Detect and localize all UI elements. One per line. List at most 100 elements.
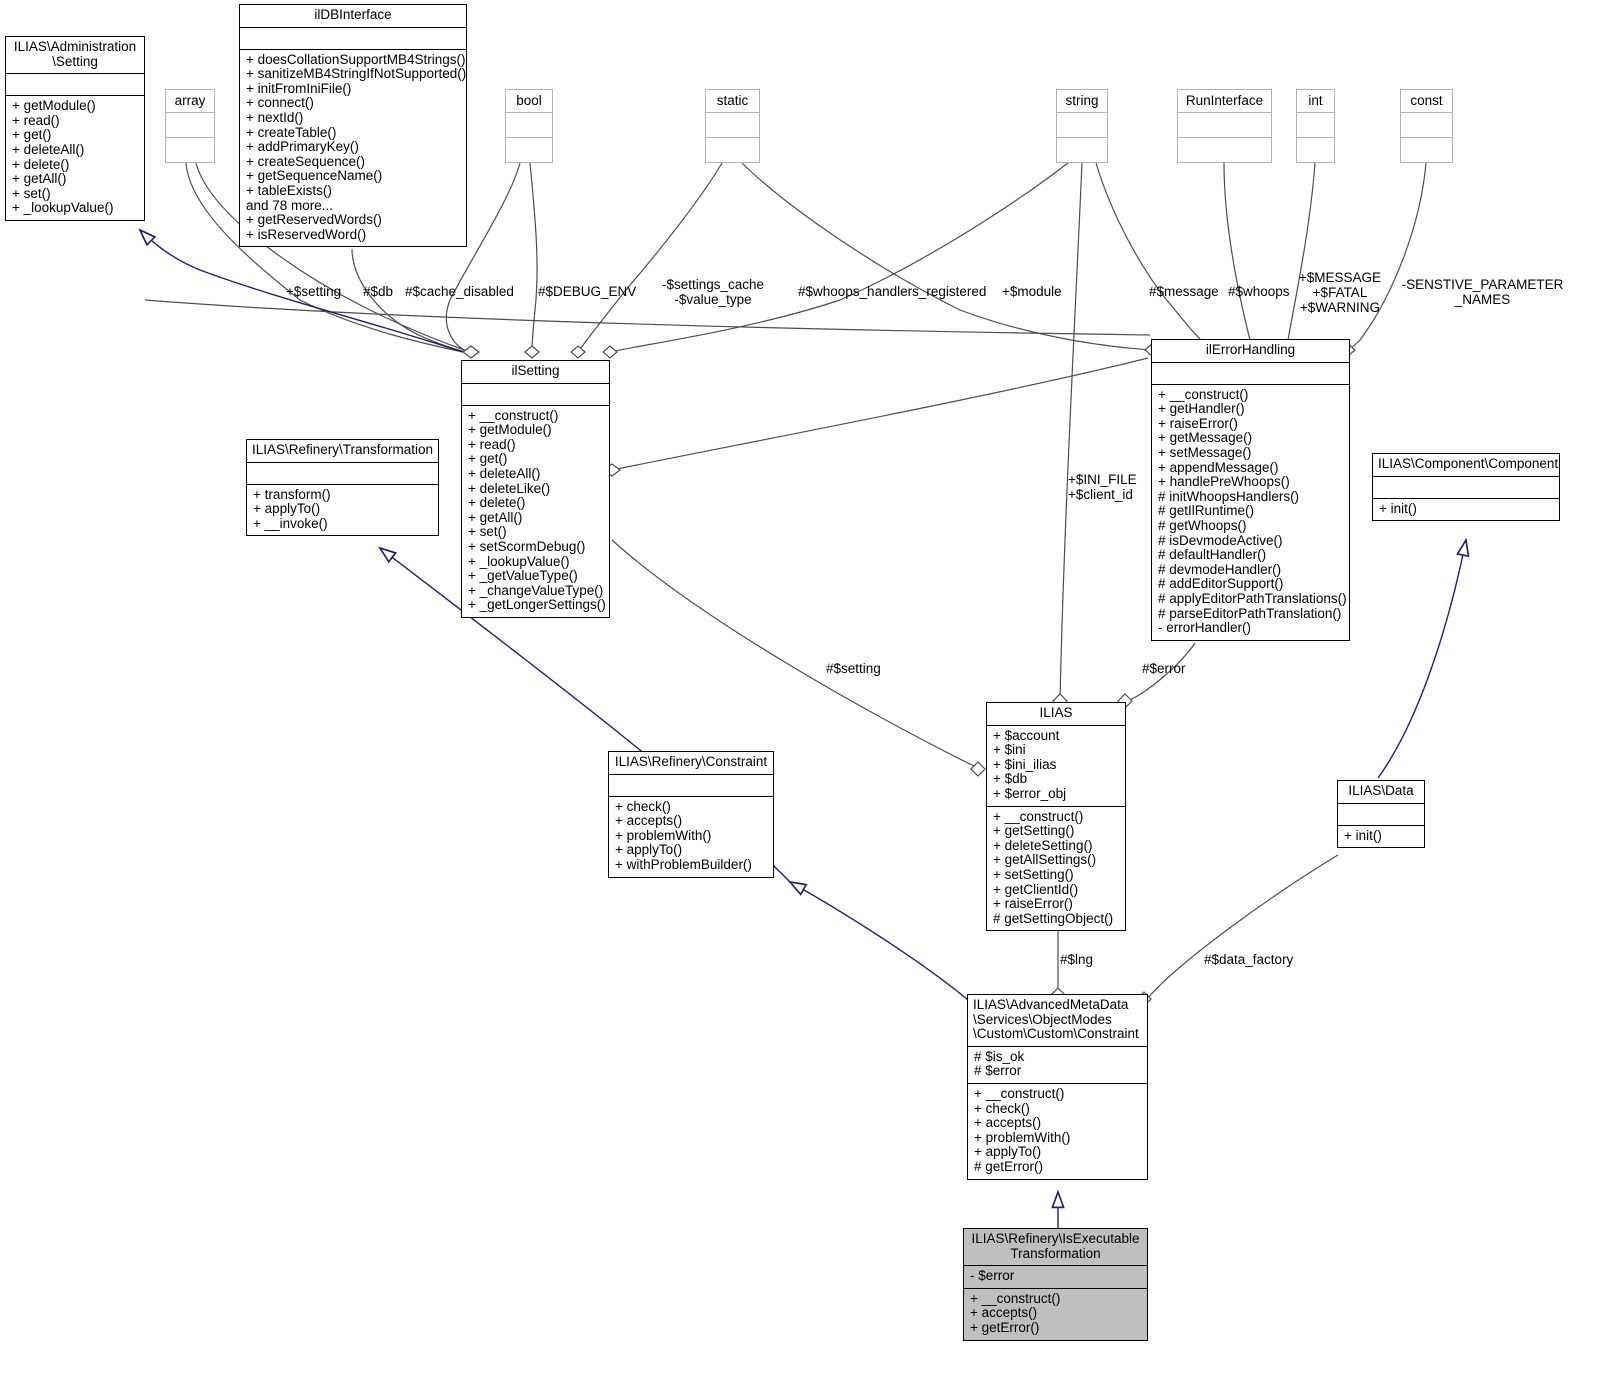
class-title: ILIAS\AdvancedMetaData \Services\ObjectM…: [973, 997, 1139, 1042]
operation-row: + nextId(): [246, 109, 304, 125]
operation-row: + connect(): [246, 95, 314, 111]
class-operations: + doesCollationSupportMB4Strings() + san…: [240, 48, 466, 247]
attribute-row: + $db: [993, 771, 1028, 787]
class-amd-custom-constraint[interactable]: ILIAS\AdvancedMetaData \Services\ObjectM…: [967, 994, 1148, 1180]
class-ilias-administration-setting[interactable]: ILIAS\Administration \Setting + getModul…: [5, 36, 145, 221]
class-ildbinterface[interactable]: ilDBInterface + doesCollationSupportMB4S…: [239, 4, 467, 248]
class-ilias[interactable]: ILIAS + $account + $ini + $ini_ilias + $…: [986, 702, 1126, 932]
operation-row: + addPrimaryKey(): [246, 139, 359, 155]
typebox-label: static: [716, 93, 749, 108]
class-attributes: - $error: [964, 1265, 1147, 1288]
class-attributes: [1373, 475, 1559, 498]
typebox-label: array: [174, 93, 206, 108]
class-refinery-transformation[interactable]: ILIAS\Refinery\Transformation + transfor…: [246, 439, 439, 537]
operation-row: + withProblemBuilder(): [615, 856, 752, 872]
class-operations: + __construct() + accepts() + getError(): [964, 1287, 1147, 1340]
operation-row: + deleteAll(): [12, 141, 85, 157]
typebox-label: RunInterface: [1185, 93, 1264, 108]
operation-row: - errorHandler(): [1158, 620, 1252, 636]
operation-row: + getError(): [970, 1319, 1040, 1335]
edge-label-module: +$module: [1002, 284, 1062, 299]
operation-row: + accepts(): [970, 1305, 1038, 1321]
operation-row: + accepts(): [615, 813, 683, 829]
operation-row: + setMessage(): [1158, 444, 1252, 460]
class-is-executable-transformation[interactable]: ILIAS\Refinery\IsExecutable Transformati…: [963, 1228, 1148, 1341]
edge-label-ini-file-client-id: +$INI_FILE +$client_id: [1068, 472, 1137, 502]
operation-row: + raiseError(): [993, 896, 1073, 912]
operation-row: + getModule(): [468, 422, 552, 438]
operation-row: + getMessage(): [1158, 430, 1253, 446]
operation-row: + getHandler(): [1158, 401, 1245, 417]
typebox-ops: [706, 137, 759, 162]
operation-row: + problemWith(): [974, 1129, 1071, 1145]
class-ilsetting[interactable]: ilSetting + __construct() + getModule() …: [461, 360, 610, 618]
class-title: ILIAS\Administration \Setting: [13, 39, 137, 69]
edge-label-message-fatal-warning: +$MESSAGE +$FATAL +$WARNING: [1298, 270, 1382, 315]
typebox-attrs: [706, 112, 759, 137]
typebox-attrs: [1297, 112, 1334, 137]
edge-label-error: #$error: [1142, 661, 1186, 676]
edge-label-message: #$message: [1149, 284, 1219, 299]
class-title: ILIAS\Refinery\Transformation: [252, 442, 434, 457]
operation-row: + getReservedWords(): [246, 212, 382, 228]
operation-row: # getError(): [974, 1158, 1044, 1174]
typebox-array[interactable]: array: [165, 89, 215, 163]
typebox-string[interactable]: string: [1056, 89, 1108, 163]
operation-row: + check(): [974, 1100, 1030, 1116]
operation-row: + _changeValueType(): [468, 582, 604, 598]
operation-row: + appendMessage(): [1158, 459, 1279, 475]
operation-row: # parseEditorPathTranslation(): [1158, 605, 1342, 621]
operation-row: + __construct(): [993, 808, 1084, 824]
attribute-row: # $is_ok: [974, 1048, 1025, 1064]
operation-row: and 78 more...: [246, 197, 334, 213]
operation-row: # getSettingObject(): [993, 910, 1114, 926]
operation-row: + read(): [468, 436, 516, 452]
class-attributes: [609, 773, 773, 796]
edge-label-debug-env: #$DEBUG_ENV: [538, 284, 637, 299]
operation-row: # devmodeHandler(): [1158, 561, 1282, 577]
edge-label-lng: #$lng: [1060, 952, 1094, 967]
class-refinery-constraint[interactable]: ILIAS\Refinery\Constraint + check() + ac…: [608, 751, 774, 878]
class-title: ILIAS: [1039, 705, 1073, 720]
class-operations: + init(): [1373, 497, 1559, 521]
edge-label-db: #$db: [363, 284, 394, 299]
operation-row: + applyTo(): [253, 501, 321, 517]
class-ilerrorhandling[interactable]: ilErrorHandling + __construct() + getHan…: [1151, 339, 1350, 641]
operation-row: + deleteSetting(): [993, 837, 1093, 853]
typebox-static[interactable]: static: [705, 89, 760, 163]
operation-row: + check(): [615, 798, 671, 814]
operation-row: + read(): [12, 112, 60, 128]
operation-row: + _getLongerSettings(): [468, 597, 606, 613]
class-operations: + __construct() + getSetting() + deleteS…: [987, 805, 1125, 931]
operation-row: + applyTo(): [615, 842, 683, 858]
attribute-row: + $account: [993, 727, 1060, 743]
typebox-runinterface[interactable]: RunInterface: [1177, 89, 1272, 163]
class-operations: + transform() + applyTo() + __invoke(): [247, 483, 438, 536]
operation-row: # getWhoops(): [1158, 517, 1247, 533]
class-component-component[interactable]: ILIAS\Component\Component + init(): [1372, 453, 1560, 522]
typebox-label: bool: [516, 93, 542, 108]
class-operations: + __construct() + getModule() + read() +…: [462, 404, 609, 617]
class-title: ilSetting: [511, 363, 560, 378]
operation-row: + raiseError(): [1158, 415, 1238, 431]
operation-row: + _lookupValue(): [468, 553, 570, 569]
operation-row: + _getValueType(): [468, 568, 578, 584]
typebox-attrs: [1057, 112, 1107, 137]
typebox-const[interactable]: const: [1400, 89, 1453, 163]
class-attributes: [6, 73, 144, 95]
edge-label-whoops-handlers-registered: #$whoops_handlers_registered: [798, 284, 987, 299]
class-attributes: # $is_ok # $error: [968, 1045, 1147, 1083]
operation-row: + setScormDebug(): [468, 538, 586, 554]
typebox-bool[interactable]: bool: [505, 89, 553, 163]
operation-row: + deleteAll(): [468, 465, 541, 481]
operation-row: + init(): [1379, 500, 1417, 516]
operation-row: + getSetting(): [993, 823, 1075, 839]
typebox-label: string: [1065, 93, 1099, 108]
typebox-attrs: [1401, 112, 1452, 137]
class-ilias-data[interactable]: ILIAS\Data + init(): [1337, 780, 1425, 849]
operation-row: + set(): [468, 524, 507, 540]
class-operations: + check() + accepts() + problemWith() + …: [609, 795, 773, 877]
typebox-int[interactable]: int: [1296, 89, 1335, 163]
edge-label-settings-cache-value-type: -$settings_cache -$value_type: [661, 277, 765, 307]
